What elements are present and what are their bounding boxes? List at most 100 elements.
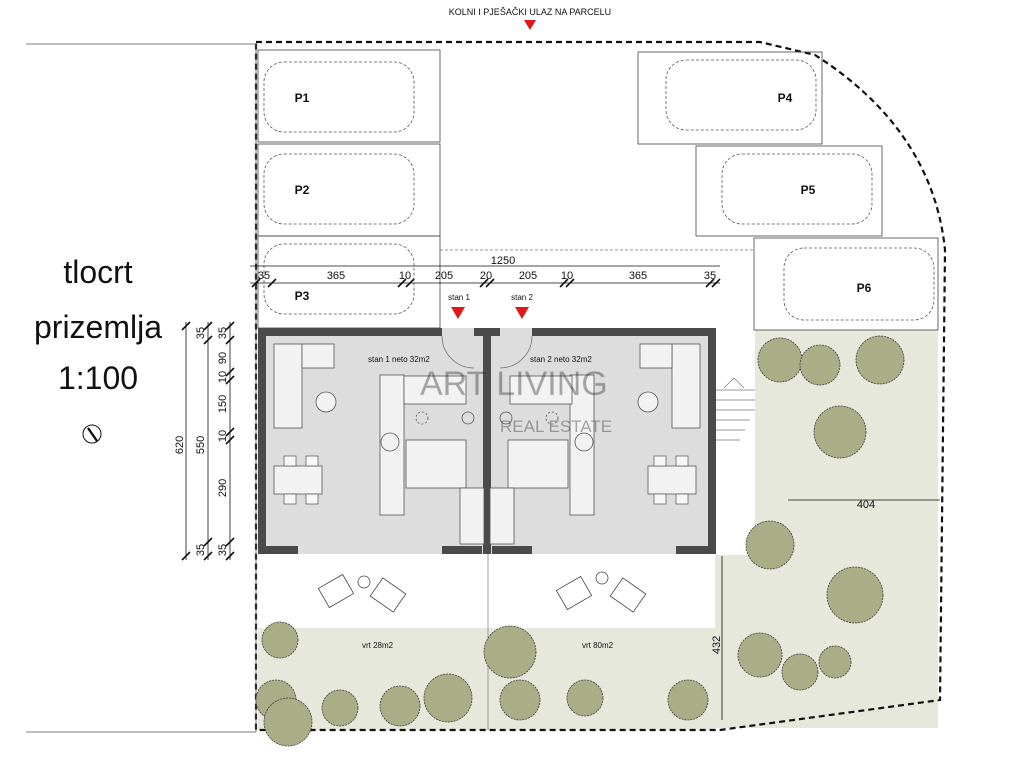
tree xyxy=(781,653,819,691)
dim-h-3: 10 xyxy=(399,270,411,282)
stan2-unit-label: stan 2 neto 32m2 xyxy=(530,355,592,364)
dimension-tick xyxy=(405,278,415,288)
dimension-tick xyxy=(203,551,213,561)
dim-h-5: 20 xyxy=(480,270,492,282)
dimension-tick xyxy=(225,367,235,377)
dimension-tick xyxy=(203,537,213,547)
tree xyxy=(826,566,884,624)
north-arrow-icon xyxy=(82,424,102,444)
dim-v-90: 90 xyxy=(217,352,229,364)
dim-h-2: 365 xyxy=(327,270,345,282)
left-garden-label: vrt 28m2 xyxy=(362,641,394,650)
parking-label-p6: P6 xyxy=(857,281,872,295)
dimension-tick xyxy=(225,335,235,345)
dimension-tick xyxy=(181,551,191,561)
dimension-tick xyxy=(565,278,575,288)
right-garden-area xyxy=(715,330,938,728)
tree xyxy=(745,520,795,570)
dimension-tick xyxy=(267,278,277,288)
dimension-tick xyxy=(559,278,569,288)
garden-depth-dim: 432 xyxy=(711,636,723,654)
parking-label-p1: P1 xyxy=(295,91,310,105)
tree xyxy=(818,645,852,679)
tree xyxy=(566,679,604,717)
dimension-ticks xyxy=(251,278,721,288)
dim-v-bottom-a: 35 xyxy=(195,544,207,556)
property-boundary xyxy=(254,40,947,732)
tree xyxy=(799,344,841,386)
dimension-tick xyxy=(397,278,407,288)
tree xyxy=(483,625,537,679)
watermark-main: ART LIVING xyxy=(420,365,608,403)
plan-scale: 1:100 xyxy=(57,360,139,396)
tree xyxy=(499,679,541,721)
vertical-dimension-ticks xyxy=(181,321,235,561)
dim-v-10a: 10 xyxy=(217,371,229,383)
dimension-tick xyxy=(203,335,213,345)
tree xyxy=(813,405,867,459)
parking-label-p3: P3 xyxy=(295,289,310,303)
dim-h-1: 35 xyxy=(258,270,270,282)
parking-label-p4: P4 xyxy=(778,91,793,105)
tree xyxy=(321,689,359,727)
dimension-tick xyxy=(479,278,489,288)
chairs xyxy=(283,455,689,505)
interior-fixtures xyxy=(273,343,701,545)
dimension-tick xyxy=(711,278,721,288)
door-swings xyxy=(441,335,533,369)
watermark: ART LIVING REAL ESTATE xyxy=(420,365,612,436)
dim-v-inner: 550 xyxy=(195,436,207,454)
tree xyxy=(423,673,473,723)
dim-h-7: 10 xyxy=(561,270,573,282)
entrance-label: KOLNI I PJEŠAČKI ULAZ NA PARCELU xyxy=(449,7,611,17)
right-garden-width-dim: 404 xyxy=(857,499,875,511)
tree xyxy=(667,679,709,721)
watermark-sub: REAL ESTATE xyxy=(500,417,612,436)
dimension-tick xyxy=(181,321,191,331)
plan-title-line1: tlocrt xyxy=(63,254,133,290)
dimension-tick xyxy=(251,278,261,288)
stan2-entry-arrow xyxy=(515,307,529,319)
dim-h-4: 205 xyxy=(435,270,453,282)
dim-v-290: 290 xyxy=(217,479,229,497)
trees xyxy=(255,335,905,747)
tree xyxy=(261,621,299,659)
stan1-entry-label: stan 1 xyxy=(448,293,470,302)
interior-circles xyxy=(315,391,659,452)
tree xyxy=(855,335,905,385)
tree xyxy=(737,632,783,678)
stan1-entry-arrow xyxy=(451,307,465,319)
vertical-dimension-texts: 620 550 35 35 90 10 150 10 290 35 35 xyxy=(174,327,229,556)
tree xyxy=(757,337,803,383)
stan2-entry-label: stan 2 xyxy=(511,293,533,302)
dim-h-6: 205 xyxy=(519,270,537,282)
dimension-tick xyxy=(225,427,235,437)
dim-h-9: 35 xyxy=(704,270,716,282)
dim-v-total: 620 xyxy=(174,436,186,454)
dimension-tick xyxy=(485,278,495,288)
car-outlines xyxy=(263,59,935,321)
stairs xyxy=(716,377,755,441)
terrace-furniture xyxy=(317,571,647,613)
parking-boxes xyxy=(257,49,939,331)
entrance-arrow xyxy=(524,20,536,30)
building-walls xyxy=(258,328,716,554)
dimension-tick xyxy=(705,278,715,288)
dim-v-bottom-b: 35 xyxy=(217,544,229,556)
dimension-tick xyxy=(203,321,213,331)
dim-v-10b: 10 xyxy=(217,430,229,442)
dimension-tick xyxy=(225,551,235,561)
dimension-tick xyxy=(225,537,235,547)
tree xyxy=(379,685,421,727)
dim-v-150: 150 xyxy=(217,395,229,413)
dimension-tick xyxy=(225,375,235,385)
parking-label-p2: P2 xyxy=(295,183,310,197)
total-width-dim: 1250 xyxy=(491,255,515,267)
tree xyxy=(263,697,313,747)
dimension-tick xyxy=(225,321,235,331)
dim-v-top-a: 35 xyxy=(195,327,207,339)
right-garden-label: vrt 80m2 xyxy=(582,641,614,650)
stan1-unit-label: stan 1 neto 32m2 xyxy=(368,355,430,364)
dim-h-8: 365 xyxy=(629,270,647,282)
